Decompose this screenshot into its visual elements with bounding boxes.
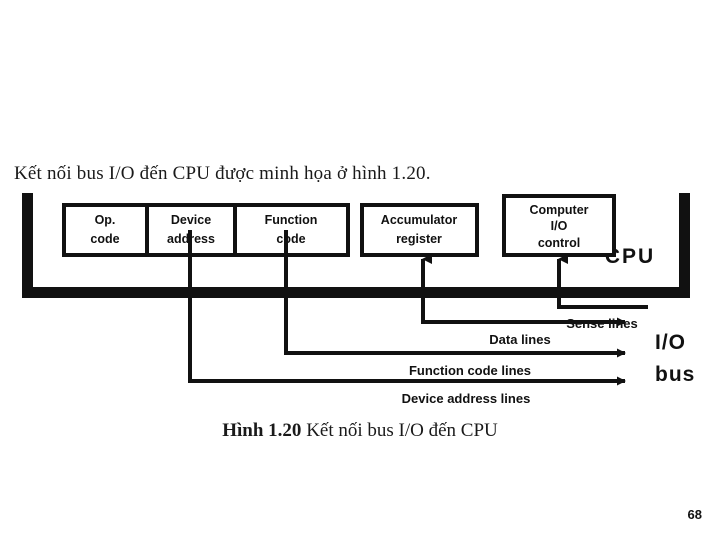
accumulator-register-outline <box>360 203 479 257</box>
accumulator-register-line2: register <box>396 232 442 246</box>
cpu-label: CPU <box>605 245 655 268</box>
field-function-code-line1: Function <box>265 213 318 227</box>
instruction-register-box: Op. code Device address Function code <box>62 203 350 257</box>
figure-caption: Hình 1.20 Kết nối bus I/O đến CPU <box>0 420 720 442</box>
cpu-boundary-bottom-bar <box>22 287 690 298</box>
io-bus-label-line1: I/O <box>655 331 686 354</box>
page-number: 68 <box>687 507 702 522</box>
field-device-address-line1: Device <box>171 213 211 227</box>
accumulator-register-line1: Accumulator <box>381 213 458 227</box>
figure-io-bus-diagram: CPU Op. code Device address Function cod… <box>0 185 720 410</box>
field-op-code-line1: Op. <box>95 213 116 227</box>
instruction-register-outline <box>62 203 350 257</box>
computer-io-control-line3: control <box>538 236 580 250</box>
cpu-boundary-left-bar <box>22 193 33 298</box>
computer-io-control-outline <box>502 194 616 257</box>
function-code-lines-path: Function code lines <box>284 230 626 378</box>
intro-paragraph: Kết nối bus I/O đến CPU được minh họa ở … <box>14 163 431 184</box>
io-bus-label-line2: bus <box>655 363 695 386</box>
data-lines-label: Data lines <box>489 332 550 347</box>
function-code-lines-label: Function code lines <box>409 363 531 378</box>
figure-caption-number: Hình 1.20 <box>222 420 307 441</box>
computer-io-control-line1: Computer <box>529 203 588 217</box>
computer-io-control-line2: I/O <box>551 219 568 233</box>
field-op-code-line2: code <box>90 232 119 246</box>
device-address-lines-run <box>188 230 626 386</box>
accumulator-register-box: Accumulator register <box>360 203 479 257</box>
cpu-boundary-right-bar <box>679 193 690 298</box>
cpu-boundary <box>22 193 690 298</box>
field-function-code: Function code <box>265 213 318 246</box>
figure-caption-text: Kết nối bus I/O đến CPU <box>306 420 498 441</box>
data-lines-path: Data lines <box>421 254 626 347</box>
device-address-lines-path: Device address lines <box>188 230 626 406</box>
function-code-lines-run <box>284 230 626 358</box>
device-address-lines-label: Device address lines <box>402 391 531 406</box>
field-device-address: Device address <box>167 213 215 246</box>
computer-io-control-box: Computer I/O control <box>502 194 616 257</box>
field-function-code-line2: code <box>276 232 305 246</box>
io-bus-label: I/O bus <box>655 331 695 386</box>
field-op-code: Op. code <box>90 213 119 246</box>
